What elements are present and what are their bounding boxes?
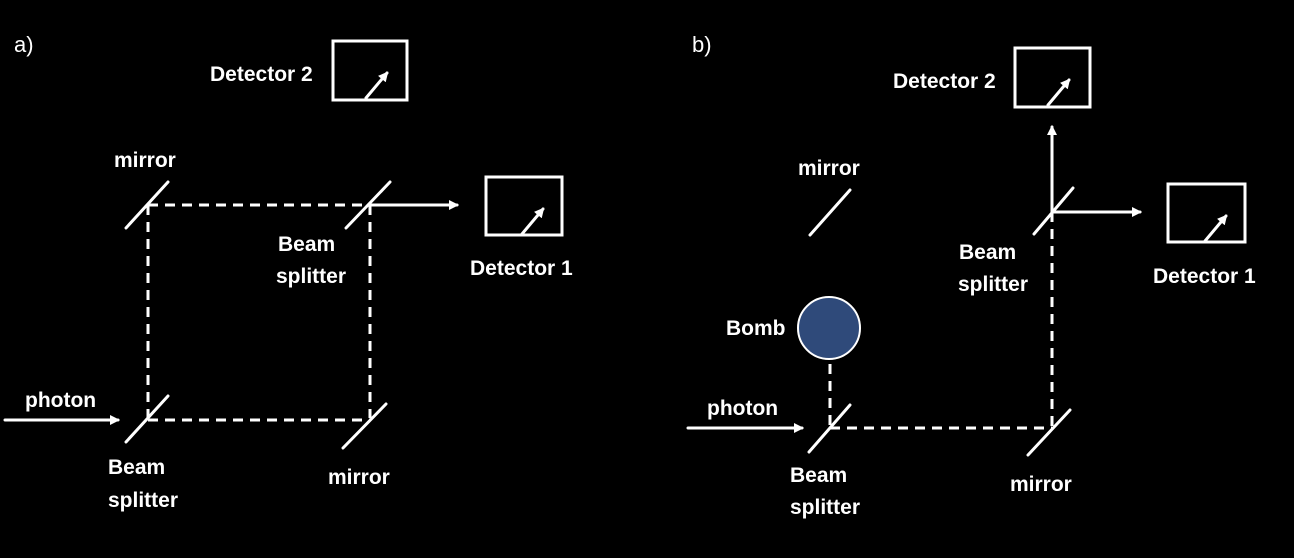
panel-a: a) Detector 2 Detector 1 mirror mirror B… — [3, 32, 573, 512]
mirror-bottom-right — [341, 402, 388, 450]
beam-splitter-bottom-label-line1: Beam — [790, 464, 847, 487]
detector-1-label: Detector 1 — [1153, 265, 1256, 288]
beam-splitter-top-label-line2: splitter — [958, 273, 1028, 296]
beam-splitter-top-label-line1: Beam — [959, 241, 1016, 264]
beam-splitter-bottom-left — [124, 394, 170, 444]
panel-b: b) Detector 2 Detector 1 mirror mirror B… — [686, 32, 1256, 519]
detector-1-box — [1166, 182, 1247, 244]
mirror-top-label: mirror — [798, 157, 860, 180]
detector-2-needle-icon — [1046, 78, 1071, 107]
panel-a-label: a) — [14, 32, 34, 57]
beam-splitter-top-label-line1: Beam — [278, 233, 335, 256]
photon-label: photon — [707, 397, 778, 420]
detector-2-box — [331, 39, 409, 102]
mirror-top-label: mirror — [114, 149, 176, 172]
detector-1-needle-icon — [520, 207, 545, 236]
detector-1-label: Detector 1 — [470, 257, 573, 280]
beam-splitter-top-label-line2: splitter — [276, 265, 346, 288]
beam-splitter-bottom-label-line1: Beam — [108, 456, 165, 479]
detector-2-box — [1013, 46, 1092, 109]
panel-b-label: b) — [692, 32, 712, 57]
mirror-bottom-right — [1026, 408, 1072, 457]
bomb-icon — [797, 296, 861, 360]
mirror-bottom-label: mirror — [1010, 473, 1072, 496]
detector-1-needle-icon — [1203, 214, 1228, 243]
mirror-top-left — [808, 188, 852, 237]
mirror-top-left — [124, 180, 170, 230]
mirror-bottom-label: mirror — [328, 466, 390, 489]
detector-2-needle-icon — [364, 71, 389, 100]
detector-2-label: Detector 2 — [893, 70, 996, 93]
detector-1-box — [484, 175, 564, 237]
beam-splitter-bottom-label-line2: splitter — [108, 489, 178, 512]
beam-splitter-top-right — [344, 180, 392, 230]
detector-2-label: Detector 2 — [210, 63, 313, 86]
photon-label: photon — [25, 389, 96, 412]
bomb-label: Bomb — [726, 317, 786, 340]
beam-splitter-bottom-label-line2: splitter — [790, 496, 860, 519]
beam-splitter-bottom-left — [807, 403, 852, 454]
